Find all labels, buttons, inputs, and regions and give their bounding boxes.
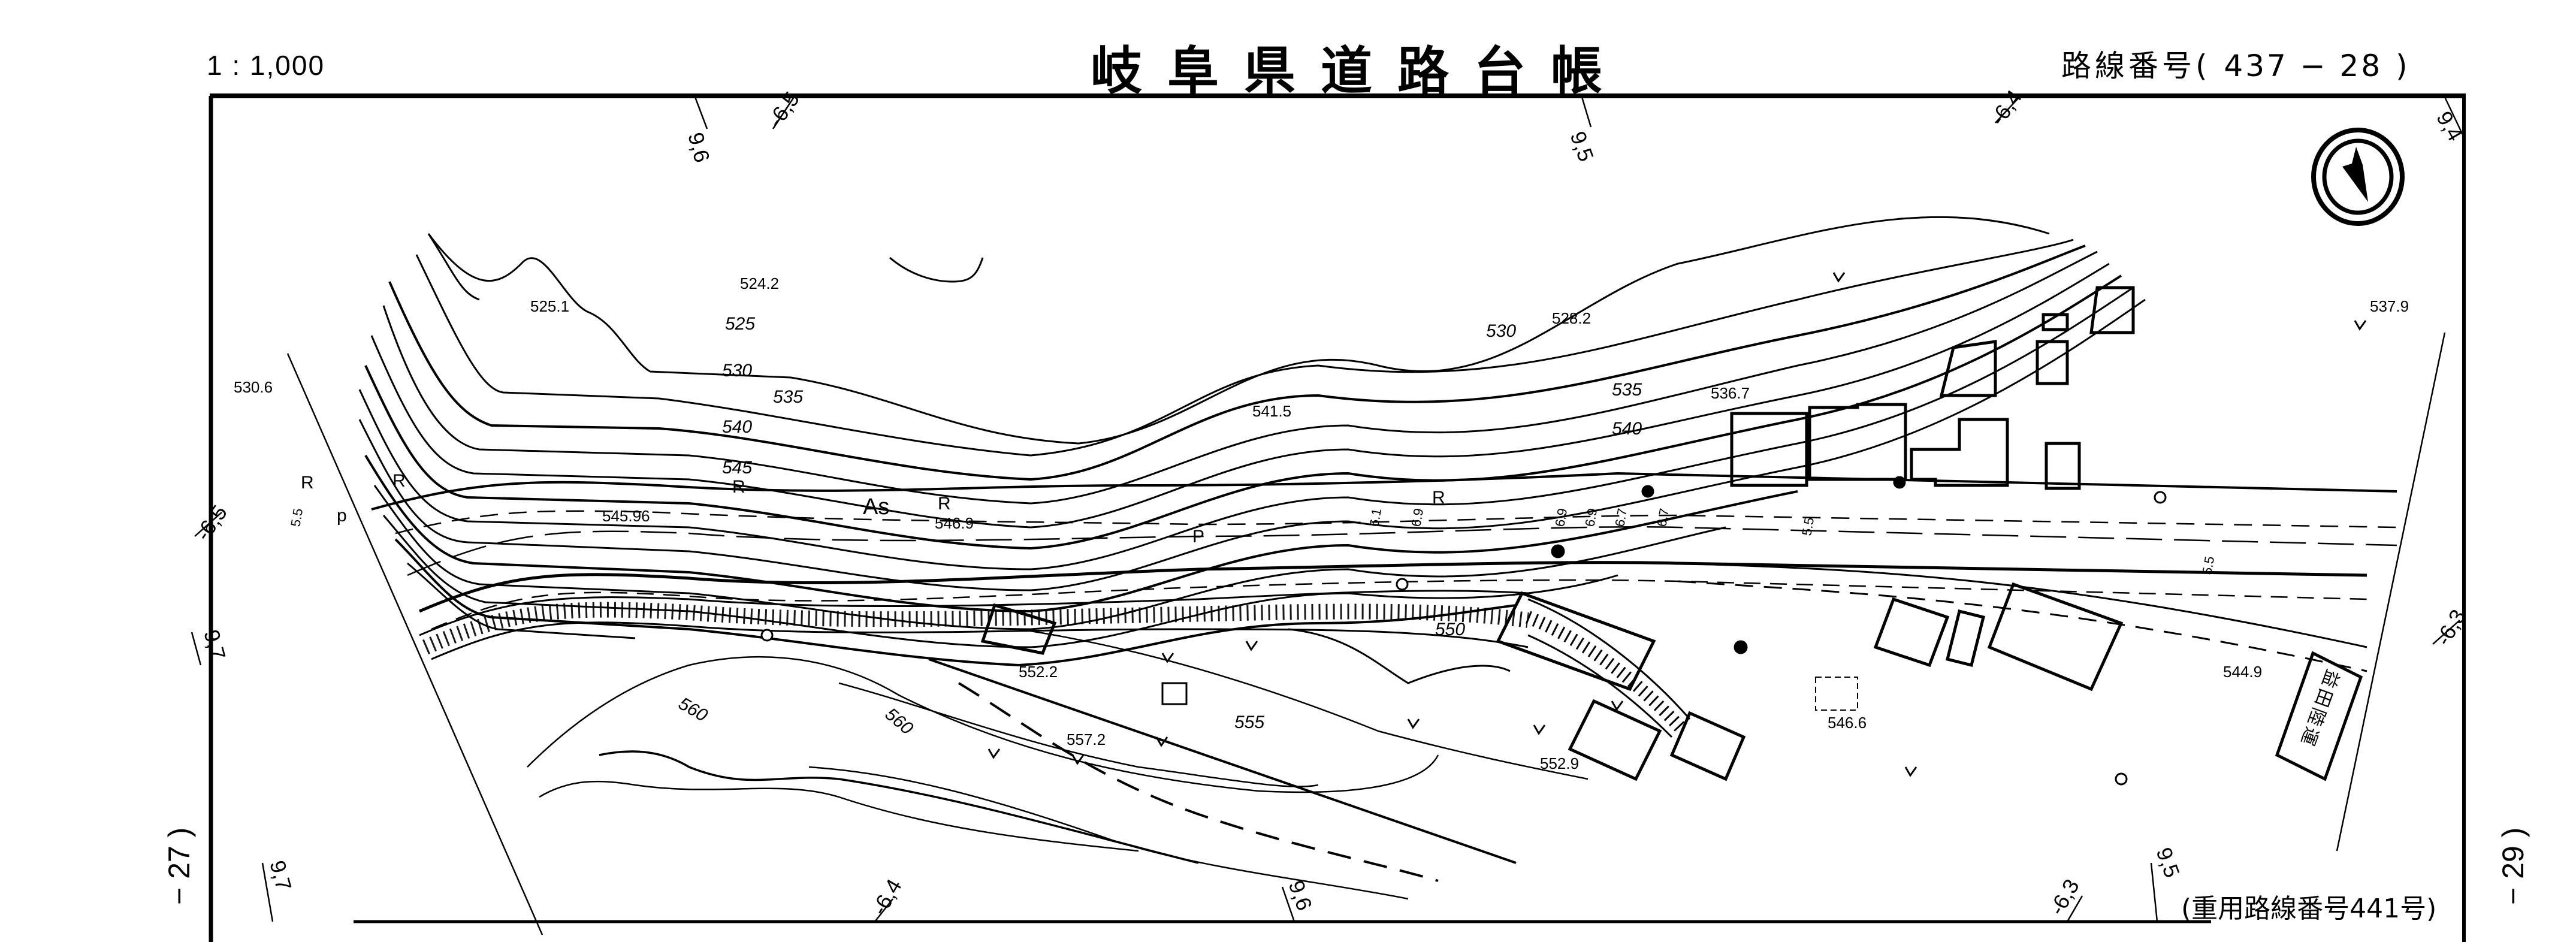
hydrant-icon [760, 629, 774, 642]
sheet-boundary [286, 332, 2446, 935]
width-mark: 6.1 [1366, 507, 1384, 527]
contour-label: 525 [725, 314, 755, 334]
concurrent-route-note: (重用路線番号441号) [2181, 893, 2437, 924]
spot-height: 537.9 [2370, 297, 2409, 315]
utility-pole-icon [1551, 544, 1565, 558]
contour-label: 540 [1612, 419, 1642, 439]
north-arrow-icon [2311, 128, 2405, 226]
building [2089, 286, 2135, 334]
building [980, 603, 1057, 655]
spot-height: 546.9 [935, 514, 974, 532]
building [1910, 418, 2009, 487]
contour-lines [358, 216, 2146, 667]
building [2045, 442, 2081, 490]
contour-label: 560 [675, 693, 711, 726]
building [1945, 609, 1986, 668]
width-marks: 5.5 6.1 6.9 6.9 6.9 6.7 6.7 5.5 5.5 [288, 507, 2217, 575]
grid-tick-label: 9,5 [2151, 844, 2185, 881]
route-number: 路線番号( 437 − 28 ) [2061, 42, 2411, 85]
width-mark: 6.9 [1408, 507, 1426, 527]
width-mark: 5.5 [2199, 555, 2217, 575]
road-symbol: p [337, 506, 347, 526]
road-symbol: R [301, 473, 314, 493]
spot-height: 552.2 [1019, 663, 1058, 681]
road-symbol: R [938, 494, 951, 514]
building [2275, 651, 2363, 781]
spot-height: 552.9 [1540, 754, 1579, 772]
spot-heights: 524.2 525.1 530.6 541.5 528.2 536.7 537.… [234, 274, 2409, 772]
map-frame [209, 93, 2466, 942]
grid-tick-label: -6,5 [191, 500, 232, 545]
contour-label: 530 [1486, 321, 1516, 341]
road-symbol: P [1192, 527, 1204, 547]
spot-height: 541.5 [1252, 402, 1291, 420]
contour-label: 530 [722, 361, 752, 381]
hydrant-icon [2154, 491, 2167, 504]
building [1939, 340, 1997, 397]
contour-label: 550 [1435, 620, 1465, 639]
building [2036, 340, 2069, 385]
spot-height: 546.6 [1828, 714, 1867, 732]
vegetation-marks [987, 272, 2367, 777]
contour-label: 560 [881, 704, 917, 739]
page-title: 岐阜県道路台帳 [1091, 41, 1627, 101]
map-scale: 1 : 1,000 [207, 50, 325, 81]
route-number-value: 437 − 28 [2224, 49, 2383, 83]
grid-tick-label: -6,3 [2044, 875, 2084, 919]
building [1161, 682, 1188, 705]
spot-height: 530.6 [234, 378, 273, 396]
buildings [980, 286, 2363, 781]
road-symbols: R R R R R As p P [301, 471, 1445, 547]
grid-tick-label: 9,5 [1565, 128, 1599, 165]
spot-height: 528.2 [1552, 309, 1591, 327]
road-symbol: R [732, 477, 745, 497]
contour-label: 555 [1234, 712, 1264, 732]
road-symbol: R [1432, 488, 1445, 508]
building [1815, 677, 1858, 711]
road-symbol: As [863, 494, 889, 520]
route-number-label: 路線番号( [2061, 49, 2211, 83]
spot-height: 524.2 [740, 274, 779, 292]
building [2042, 313, 2069, 331]
grid-tick-label: -6,4 [866, 875, 907, 919]
width-mark: 5.5 [288, 507, 306, 527]
width-mark: 6.7 [1654, 507, 1672, 527]
width-mark: 5.5 [1799, 516, 1817, 536]
width-mark: 6.7 [1612, 507, 1630, 527]
grid-tick-label: 9,7 [265, 858, 297, 893]
utility-pole-icon [1641, 485, 1654, 498]
contour-label: 535 [1612, 380, 1642, 400]
building [1496, 591, 1656, 692]
grid-tick-label: 9,7 [199, 627, 231, 662]
building [1730, 412, 1808, 487]
road [371, 472, 2397, 672]
spot-height: 544.9 [2223, 663, 2262, 681]
road-symbol: R [392, 471, 406, 491]
contour-label: 535 [773, 387, 803, 407]
building [1873, 597, 1950, 668]
hydrant-icon [1396, 578, 1409, 591]
spot-height: 525.1 [530, 297, 569, 315]
utility-pole-icon [1893, 476, 1906, 489]
utility-pole-icon [1734, 640, 1748, 654]
map-symbols [760, 476, 2167, 786]
grid-ticks [191, 96, 2464, 922]
spot-height: 545.96 [602, 507, 650, 525]
building [1808, 403, 1907, 481]
lower-contours [527, 628, 1589, 900]
building [1568, 699, 1662, 781]
grid-tick-labels: 9,6 -6,5 9,5 -6,4 9,4 -6,5 9,7 -6,3 9,7 … [191, 85, 2471, 919]
contour-label: 545 [722, 458, 752, 478]
spot-height: 536.7 [1711, 384, 1750, 402]
route-number-close: ) [2396, 49, 2411, 83]
building [1987, 582, 2124, 692]
contour-label: 540 [722, 417, 752, 437]
hydrant-icon [2115, 772, 2128, 786]
building [1669, 711, 1746, 781]
grid-tick-label: -6,4 [1985, 85, 2027, 129]
width-mark: 6.9 [1582, 507, 1600, 527]
spot-height: 557.2 [1067, 730, 1106, 748]
width-mark: 6.9 [1552, 507, 1570, 527]
grid-tick-label: 9,6 [683, 129, 715, 165]
